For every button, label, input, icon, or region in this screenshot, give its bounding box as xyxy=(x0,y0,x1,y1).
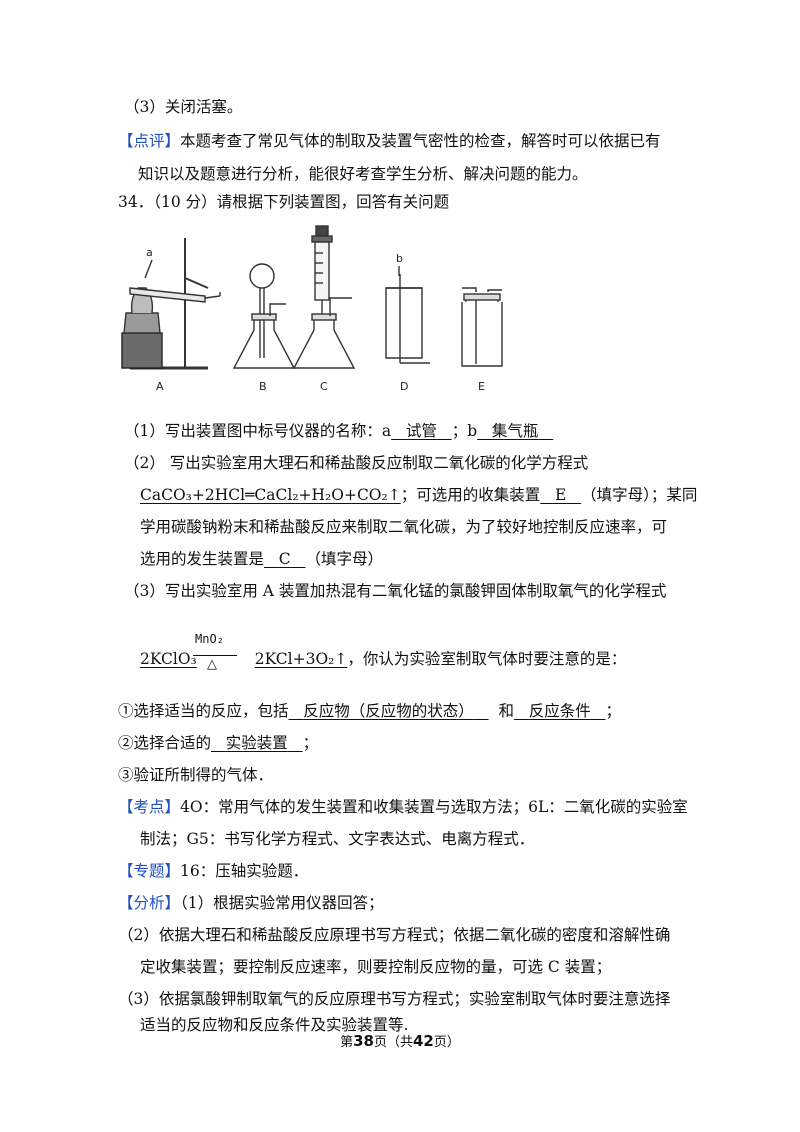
note1-answer-a: 反应物（反应物的状态） xyxy=(303,702,474,720)
footer-pre: 第 xyxy=(340,1035,354,1050)
note1-prefix: ①选择适当的反应，包括 xyxy=(118,702,289,720)
q1-prefix: （1）写出装置图中标号仪器的名称：a xyxy=(124,422,392,440)
q1-answer-a: 试管 xyxy=(405,422,437,440)
note1-end: ； xyxy=(605,702,622,720)
zhuanti-line: 【专题】16：压轴实验题． xyxy=(118,860,308,882)
comment-line-2: 知识以及题意进行分析，能很好考查学生分析、解决问题的能力。 xyxy=(138,165,588,183)
kaodian-line-2: 制法；G5：书写化学方程式、文字表达式、电离方程式． xyxy=(140,830,535,848)
q3-equation-line: 2KClO₃ 2KCl+3O₂↑，你认为实验室制取气体时要注意的是： xyxy=(140,648,626,670)
q2-gen-answer: C xyxy=(278,550,291,568)
footer-page-number: 38 xyxy=(353,1032,374,1050)
q3-eq-right: 2KCl+3O₂↑ xyxy=(254,650,348,668)
q2-collect-answer: E xyxy=(555,486,567,504)
fenxi-line-5: 适当的反应物和反应条件及实验装置等. xyxy=(140,1016,409,1034)
note2-end: ； xyxy=(302,734,319,752)
q2-line-2: CaCO₃+2HCl═CaCl₂+H₂O+CO₂↑；可选用的收集装置 E （填字… xyxy=(140,484,697,506)
question-34-title: 34．（10 分）请根据下列装置图，回答有关问题 xyxy=(118,193,450,211)
label-E: E xyxy=(478,380,485,393)
q2-equation: CaCO₃+2HCl═CaCl₂+H₂O+CO₂↑ xyxy=(140,486,401,504)
q3-catalyst: MnO₂ xyxy=(195,632,224,646)
q2-mid: ；可选用的收集装置 xyxy=(400,486,541,504)
q2-line-1: （2） 写出实验室用大理石和稀盐酸反应制取二氧化碳的化学方程式 xyxy=(124,454,589,472)
label-C: C xyxy=(320,380,328,393)
fenxi-line: 【分析】（1）根据实验常用仪器回答； xyxy=(118,892,384,914)
label-D: D xyxy=(400,380,408,393)
q3-eq-left: 2KClO₃ xyxy=(140,650,197,668)
footer-post: 页） xyxy=(433,1035,460,1050)
q1-mid: ；b xyxy=(451,422,478,440)
note2-answer: 实验装置 xyxy=(225,734,288,752)
kaodian-tag: 【考点】 xyxy=(118,798,181,816)
apparatus-diagram: a b A B C D E xyxy=(110,218,510,398)
q2-tail: （填字母）；某同 xyxy=(581,486,698,504)
q2-line-4: 选用的发生装置是 C （填字母） xyxy=(140,548,383,570)
comment-tag: 【点评】 xyxy=(118,132,181,150)
note-1: ①选择适当的反应，包括 反应物（反应物的状态） 和 反应条件 ； xyxy=(118,700,621,722)
fenxi-text: （1）根据实验常用仪器回答； xyxy=(180,894,384,912)
fenxi-tag: 【分析】 xyxy=(118,894,181,912)
kaodian-line: 【考点】4O：常用气体的发生装置和收集装置与选取方法；6L：二氧化碳的实验室 xyxy=(118,796,688,818)
label-A: A xyxy=(156,380,164,393)
zhuanti-text: 16：压轴实验题． xyxy=(180,862,309,880)
apparatus-b xyxy=(232,263,296,369)
fenxi-line-3: 定收集装置；要控制反应速率，则要控制反应物的量，可选 C 装置； xyxy=(140,958,612,976)
apparatus-d xyxy=(385,266,430,364)
line-close-valve: （3）关闭活塞。 xyxy=(124,98,243,116)
apparatus-e xyxy=(461,287,503,367)
q1-line: （1）写出装置图中标号仪器的名称：a 试管 ；b 集气瓶 xyxy=(124,420,553,442)
q2-line-3: 学用碳酸钠粉末和稀盐酸反应来制取二氧化碳，为了较好地控制反应速率，可 xyxy=(140,518,668,536)
apparatus-c xyxy=(292,225,356,369)
label-B: B xyxy=(259,380,267,393)
note-2: ②选择合适的 实验装置 ； xyxy=(118,732,318,754)
kaodian-text: 4O：常用气体的发生装置和收集装置与选取方法；6L：二氧化碳的实验室 xyxy=(180,798,688,816)
q3-line-1: （3）写出实验室用 A 装置加热混有二氧化锰的氯酸钾固体制取氧气的化学程式 xyxy=(124,582,667,600)
q2-line4-prefix: 选用的发生装置是 xyxy=(140,550,265,568)
apparatus-a xyxy=(121,238,221,370)
note1-answer-b: 反应条件 xyxy=(528,702,591,720)
note-3: ③验证所制得的气体． xyxy=(118,766,274,784)
footer-mid: 页（共 xyxy=(373,1035,413,1050)
note1-mid: 和 xyxy=(498,702,514,720)
q3-reaction-bar xyxy=(193,655,237,656)
q3-heat-symbol: △ xyxy=(207,657,217,672)
page-footer: 第38页（共42页） xyxy=(0,1031,800,1050)
comment-line: 【点评】本题考查了常见气体的制取及装置气密性的检查，解答时可以依据已有 xyxy=(118,130,661,152)
q1-answer-b: 集气瓶 xyxy=(491,422,539,440)
fenxi-line-2: （2）依据大理石和稀盐酸反应原理书写方程式；依据二氧化碳的密度和溶解性确 xyxy=(118,926,671,944)
q2-line4-tail: （填字母） xyxy=(305,550,383,568)
label-b: b xyxy=(396,252,403,265)
fenxi-line-4: （3）依据氯酸钾制取氧气的反应原理书写方程式；实验室制取气体时要注意选择 xyxy=(118,990,671,1008)
note2-prefix: ②选择合适的 xyxy=(118,734,212,752)
zhuanti-tag: 【专题】 xyxy=(118,862,181,880)
comment-text: 本题考查了常见气体的制取及装置气密性的检查，解答时可以依据已有 xyxy=(180,132,661,150)
label-a: a xyxy=(146,246,153,259)
footer-total-pages: 42 xyxy=(413,1032,434,1050)
q3-tail: ，你认为实验室制取气体时要注意的是： xyxy=(347,650,627,668)
